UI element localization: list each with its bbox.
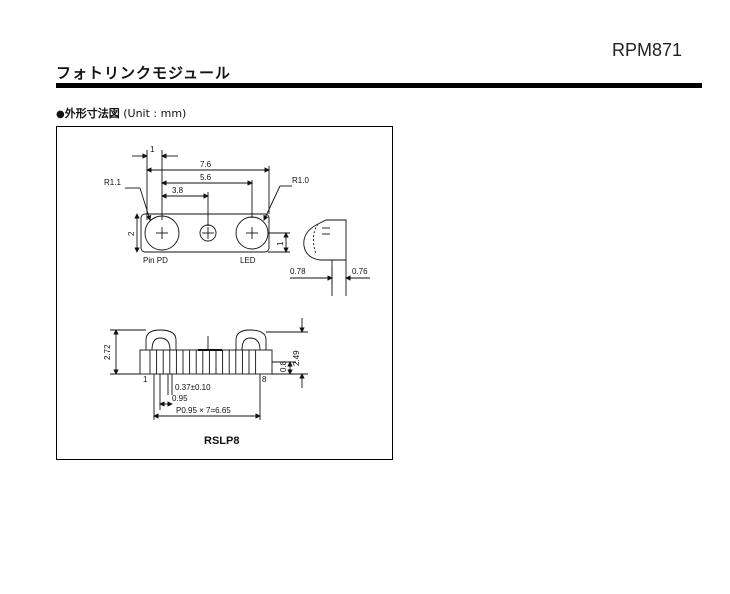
lens-offset-label: 1 xyxy=(276,241,285,246)
radius-right: R1.0 xyxy=(292,176,309,185)
label-pd: Pin PD xyxy=(143,256,168,265)
dim-pitch: 0.95 xyxy=(172,394,188,403)
front-view-dims xyxy=(110,318,308,420)
dim-total-height: 2.72 xyxy=(103,344,112,360)
dim-width: 7.6 xyxy=(200,160,212,169)
figure-subtitle: ●外形寸法図 (Unit : mm) xyxy=(56,105,186,121)
dim-side-left: 0.78 xyxy=(290,267,306,276)
led-dome xyxy=(235,329,267,350)
dim-side-right: 0.76 xyxy=(352,267,368,276)
dim-lead-width: 0.37±0.10 xyxy=(175,383,211,392)
dim-pitch-small: 1 xyxy=(150,145,155,154)
label-led: LED xyxy=(240,256,256,265)
front-view xyxy=(139,329,273,375)
front-view-leads xyxy=(149,350,257,374)
dim-pitch-total: P0.95 × 7=6.65 xyxy=(176,406,231,415)
dim-body-height: 2.49 xyxy=(292,350,301,366)
pd-dome xyxy=(145,329,177,350)
radius-left: R1.1 xyxy=(104,178,121,187)
pin-last: 8 xyxy=(262,375,267,384)
unit-note: (Unit : mm) xyxy=(123,107,187,120)
package-name: RSLP8 xyxy=(204,435,239,447)
dim-lead-height: 0.8 xyxy=(279,360,288,372)
front-view-body xyxy=(139,349,273,375)
section-title: フォトリンクモジュール xyxy=(56,64,231,82)
top-view xyxy=(125,150,292,253)
drawing-frame xyxy=(56,126,393,460)
bullet-icon: ● xyxy=(56,109,65,120)
side-view-body xyxy=(303,219,347,261)
dim-mid-offset: 3.8 xyxy=(172,186,184,195)
title-rule xyxy=(56,83,702,88)
dim-led-offset: 5.6 xyxy=(200,173,212,182)
height-label: 2 xyxy=(127,231,136,236)
part-number: RPM871 xyxy=(612,40,683,60)
figure-heading: 外形寸法図 xyxy=(64,107,120,120)
side-view xyxy=(290,219,370,296)
pin-first: 1 xyxy=(143,375,148,384)
